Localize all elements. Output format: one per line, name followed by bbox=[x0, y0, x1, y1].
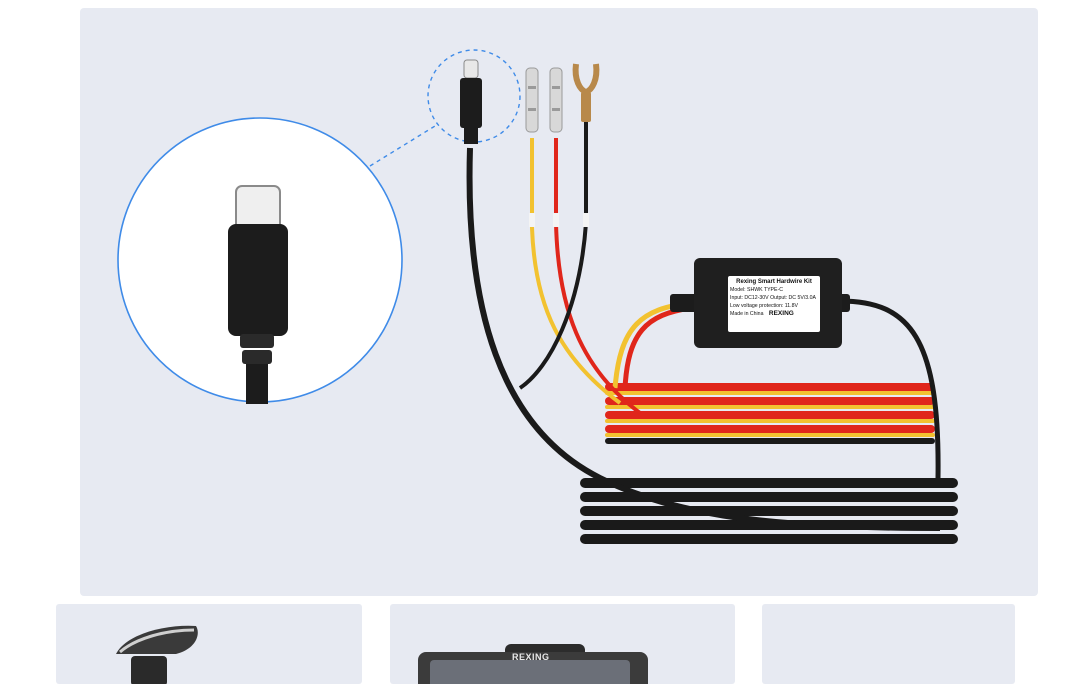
hardwire-module-box bbox=[670, 258, 850, 348]
module-label bbox=[728, 276, 820, 332]
fork-terminal bbox=[572, 63, 600, 122]
suction-mount-image bbox=[116, 625, 198, 684]
module-label-origin: Made in China bbox=[730, 311, 764, 317]
module-label-io: Input: DC12-30V Output: DC 5V/3.0A bbox=[730, 295, 816, 301]
dashcam-image bbox=[418, 644, 648, 684]
thumbnail-mount[interactable] bbox=[56, 604, 362, 684]
usb-c-connector-small bbox=[460, 59, 482, 144]
module-label-title: Rexing Smart Hardwire Kit bbox=[736, 279, 812, 285]
dashcam-brand-label: REXING bbox=[512, 652, 550, 662]
thumbnail-third[interactable] bbox=[762, 604, 1015, 684]
product-image-main: Rexing Smart Hardwire Kit Model: SHWK TY… bbox=[80, 8, 1038, 596]
module-label-text: Rexing Smart Hardwire Kit Model: SHWK TY… bbox=[728, 278, 820, 318]
thumbnail-dashcam[interactable]: REXING bbox=[390, 604, 735, 684]
hardwire-kit-illustration bbox=[117, 49, 958, 544]
usb-c-magnified-view bbox=[117, 117, 403, 404]
callout-dashed-line bbox=[369, 125, 436, 167]
module-label-low-voltage: Low voltage protection: 11.8V bbox=[730, 303, 798, 309]
coiled-red-yellow-wires bbox=[605, 383, 935, 444]
coiled-black-wire bbox=[580, 478, 958, 544]
pin-terminals bbox=[525, 67, 563, 133]
module-label-brand: REXING bbox=[768, 310, 794, 317]
module-label-model: Model: SHWK TYPE-C bbox=[730, 287, 783, 293]
